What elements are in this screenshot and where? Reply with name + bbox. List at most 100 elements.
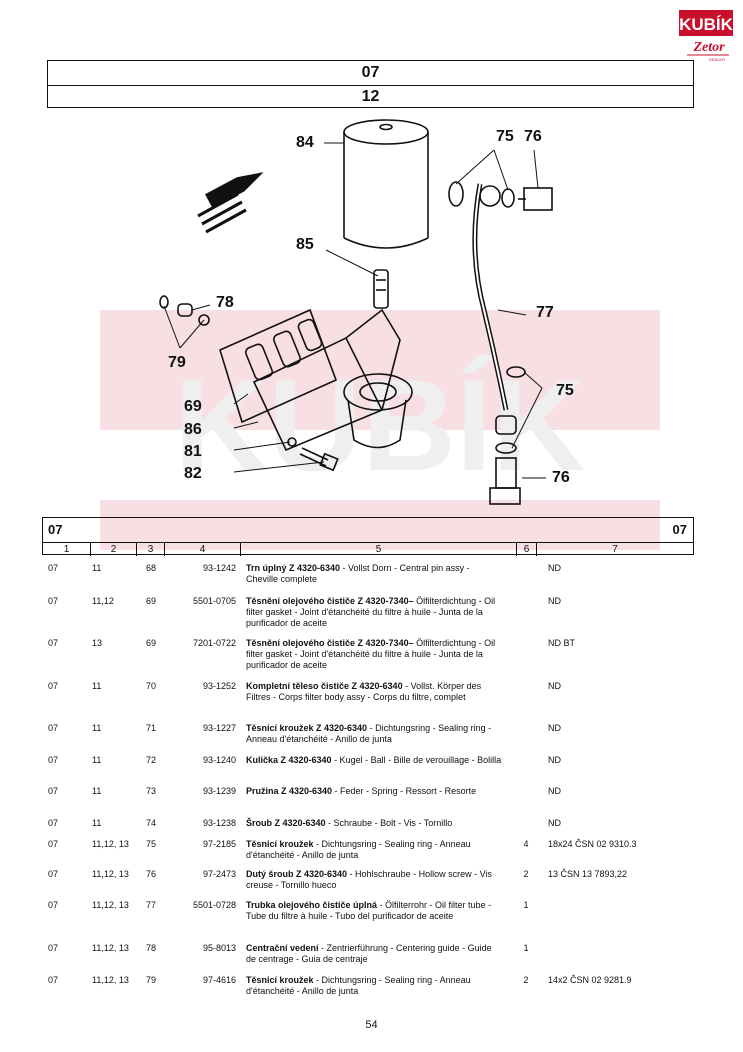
callout-76b: 76 bbox=[552, 469, 570, 486]
cell-position: 69 bbox=[146, 596, 157, 606]
cell-note: ND bbox=[548, 563, 561, 573]
cell-subgroup: 13 bbox=[92, 638, 103, 648]
cell-position: 74 bbox=[146, 818, 157, 828]
callout-79: 79 bbox=[168, 354, 186, 371]
cell-part-number: 5501-0705 bbox=[192, 596, 236, 606]
oil-filter-exploded-diagram bbox=[159, 119, 553, 505]
part-translations: Ölfilterdichtung - Oil filter gasket - J… bbox=[246, 596, 496, 628]
part-name: Těsnění olejového čističe Z 4320-7340– bbox=[246, 638, 414, 648]
cell-note: ND bbox=[548, 596, 561, 606]
callout-85: 85 bbox=[296, 236, 314, 253]
cell-quantity: 2 bbox=[523, 975, 529, 985]
cell-subgroup: 11,12, 13 bbox=[92, 839, 129, 849]
cell-subgroup: 11,12, 13 bbox=[92, 975, 129, 985]
logo-brand: KUBÍK bbox=[679, 15, 733, 34]
cell-group: 07 bbox=[48, 681, 59, 691]
cell-group: 07 bbox=[48, 975, 59, 985]
cell-position: 78 bbox=[146, 943, 157, 953]
cell-description: Těsnicí kroužek Z 4320-6340 - Dichtungsr… bbox=[246, 723, 504, 745]
part-name: Centrační vedení bbox=[246, 943, 319, 953]
header-divider bbox=[48, 85, 693, 86]
cell-position: 68 bbox=[146, 563, 157, 573]
kubik-zetor-logo: KUBÍK Zetor DEALER bbox=[679, 10, 734, 62]
cell-part-number: 93-1227 bbox=[202, 723, 236, 733]
cell-position: 70 bbox=[146, 681, 157, 691]
part-translations: - Feder - Spring - Ressort - Resorte bbox=[332, 786, 477, 796]
part-translations: - Ölfilterrohr - Oil filter tube - Tube … bbox=[246, 900, 492, 921]
chapter-right: 07 bbox=[672, 522, 687, 537]
cell-subgroup: 11 bbox=[92, 786, 102, 796]
cell-part-number: 93-1240 bbox=[202, 755, 236, 765]
cell-description: Těsnění olejového čističe Z 4320-7340– Ö… bbox=[246, 596, 504, 629]
cell-position: 73 bbox=[146, 786, 157, 796]
logo-dealer: DEALER bbox=[709, 57, 725, 62]
cell-subgroup: 11,12, 13 bbox=[92, 943, 129, 953]
cell-note: 18x24 ČSN 02 9310.3 bbox=[548, 839, 637, 849]
cell-group: 07 bbox=[48, 596, 59, 606]
col-7: 7 bbox=[612, 544, 618, 555]
cell-quantity: 4 bbox=[523, 839, 529, 849]
cell-description: Pružina Z 4320-6340 - Feder - Spring - R… bbox=[246, 786, 504, 797]
cell-part-number: 5501-0728 bbox=[192, 900, 236, 910]
cell-position: 77 bbox=[146, 900, 157, 910]
cell-description: Trn úplný Z 4320-6340 - Vollst Dorn - Ce… bbox=[246, 563, 504, 585]
cell-note: ND bbox=[548, 681, 561, 691]
group-number: 07 bbox=[361, 64, 380, 81]
part-translations: - Hohlschraube - Hollow screw - Vis creu… bbox=[246, 869, 492, 890]
cell-description: Šroub Z 4320-6340 - Schraube - Bolt - Vi… bbox=[246, 818, 504, 829]
part-name: Trubka olejového čističe úplná bbox=[246, 900, 378, 910]
cell-group: 07 bbox=[48, 943, 59, 953]
part-translations: - Zentrierführung - Centering guide - Gu… bbox=[246, 943, 492, 964]
cell-subgroup: 11 bbox=[92, 755, 102, 765]
part-name: Dutý šroub Z 4320-6340 bbox=[246, 869, 348, 879]
part-name: Trn úplný Z 4320-6340 bbox=[246, 563, 341, 573]
cell-note: 13 ČSN 13 7893,22 bbox=[548, 869, 628, 879]
callout-86: 86 bbox=[184, 421, 202, 438]
cell-subgroup: 11 bbox=[92, 563, 102, 573]
cell-note: ND bbox=[548, 755, 561, 765]
cell-position: 71 bbox=[146, 723, 157, 733]
column-number-row: 1 2 3 4 5 6 7 bbox=[43, 542, 693, 556]
cell-note: 14x2 ČSN 02 9281.9 bbox=[548, 975, 632, 985]
callout-69: 69 bbox=[184, 398, 202, 415]
part-translations: - Vollst Dorn - Central pin assy - Chevi… bbox=[246, 563, 470, 584]
cell-note: ND bbox=[548, 786, 561, 796]
col-2: 2 bbox=[91, 543, 137, 556]
callout-75: 75 bbox=[496, 128, 514, 145]
callout-77: 77 bbox=[536, 304, 554, 321]
cell-quantity: 2 bbox=[523, 869, 529, 879]
cell-note: ND bbox=[548, 723, 561, 733]
part-translations: - Kugel - Ball - Bille de verouillage - … bbox=[331, 755, 502, 765]
cell-part-number: 93-1252 bbox=[202, 681, 236, 691]
part-name: Těsnicí kroužek bbox=[246, 839, 314, 849]
logo-zetor: Zetor bbox=[692, 40, 725, 55]
cell-part-number: 97-2185 bbox=[202, 839, 236, 849]
cell-part-number: 93-1242 bbox=[202, 563, 236, 573]
cell-part-number: 97-4616 bbox=[202, 975, 236, 985]
chapter-left: 07 bbox=[48, 522, 63, 537]
callout-84: 84 bbox=[296, 134, 314, 151]
cell-group: 07 bbox=[48, 839, 59, 849]
cell-subgroup: 11 bbox=[92, 818, 102, 828]
cell-description: Dutý šroub Z 4320-6340 - Hohlschraube - … bbox=[246, 869, 504, 891]
cell-group: 07 bbox=[48, 818, 59, 828]
col-3: 3 bbox=[137, 543, 165, 556]
parts-table-header: 07 07 1 2 3 4 5 6 7 bbox=[42, 517, 694, 556]
callout-82: 82 bbox=[184, 465, 202, 482]
part-name: Těsnicí kroužek Z 4320-6340 bbox=[246, 723, 368, 733]
part-name: Pružina Z 4320-6340 bbox=[246, 786, 333, 796]
part-translations: - Vollst. Körper des Filtres - Corps fil… bbox=[246, 681, 482, 702]
part-name: Kompletní těleso čističe Z 4320-6340 bbox=[246, 681, 403, 691]
cell-position: 75 bbox=[146, 839, 157, 849]
cell-part-number: 97-2473 bbox=[202, 869, 236, 879]
col-1: 1 bbox=[43, 543, 91, 556]
callout-76: 76 bbox=[524, 128, 542, 145]
cell-part-number: 93-1238 bbox=[202, 818, 236, 828]
cell-group: 07 bbox=[48, 755, 59, 765]
part-name: Těsnění olejového čističe Z 4320-7340– bbox=[246, 596, 414, 606]
cell-subgroup: 11,12 bbox=[92, 596, 114, 606]
cell-subgroup: 11 bbox=[92, 681, 102, 691]
cell-group: 07 bbox=[48, 563, 59, 573]
cell-note: ND bbox=[548, 818, 561, 828]
cell-note: ND BT bbox=[548, 638, 575, 648]
